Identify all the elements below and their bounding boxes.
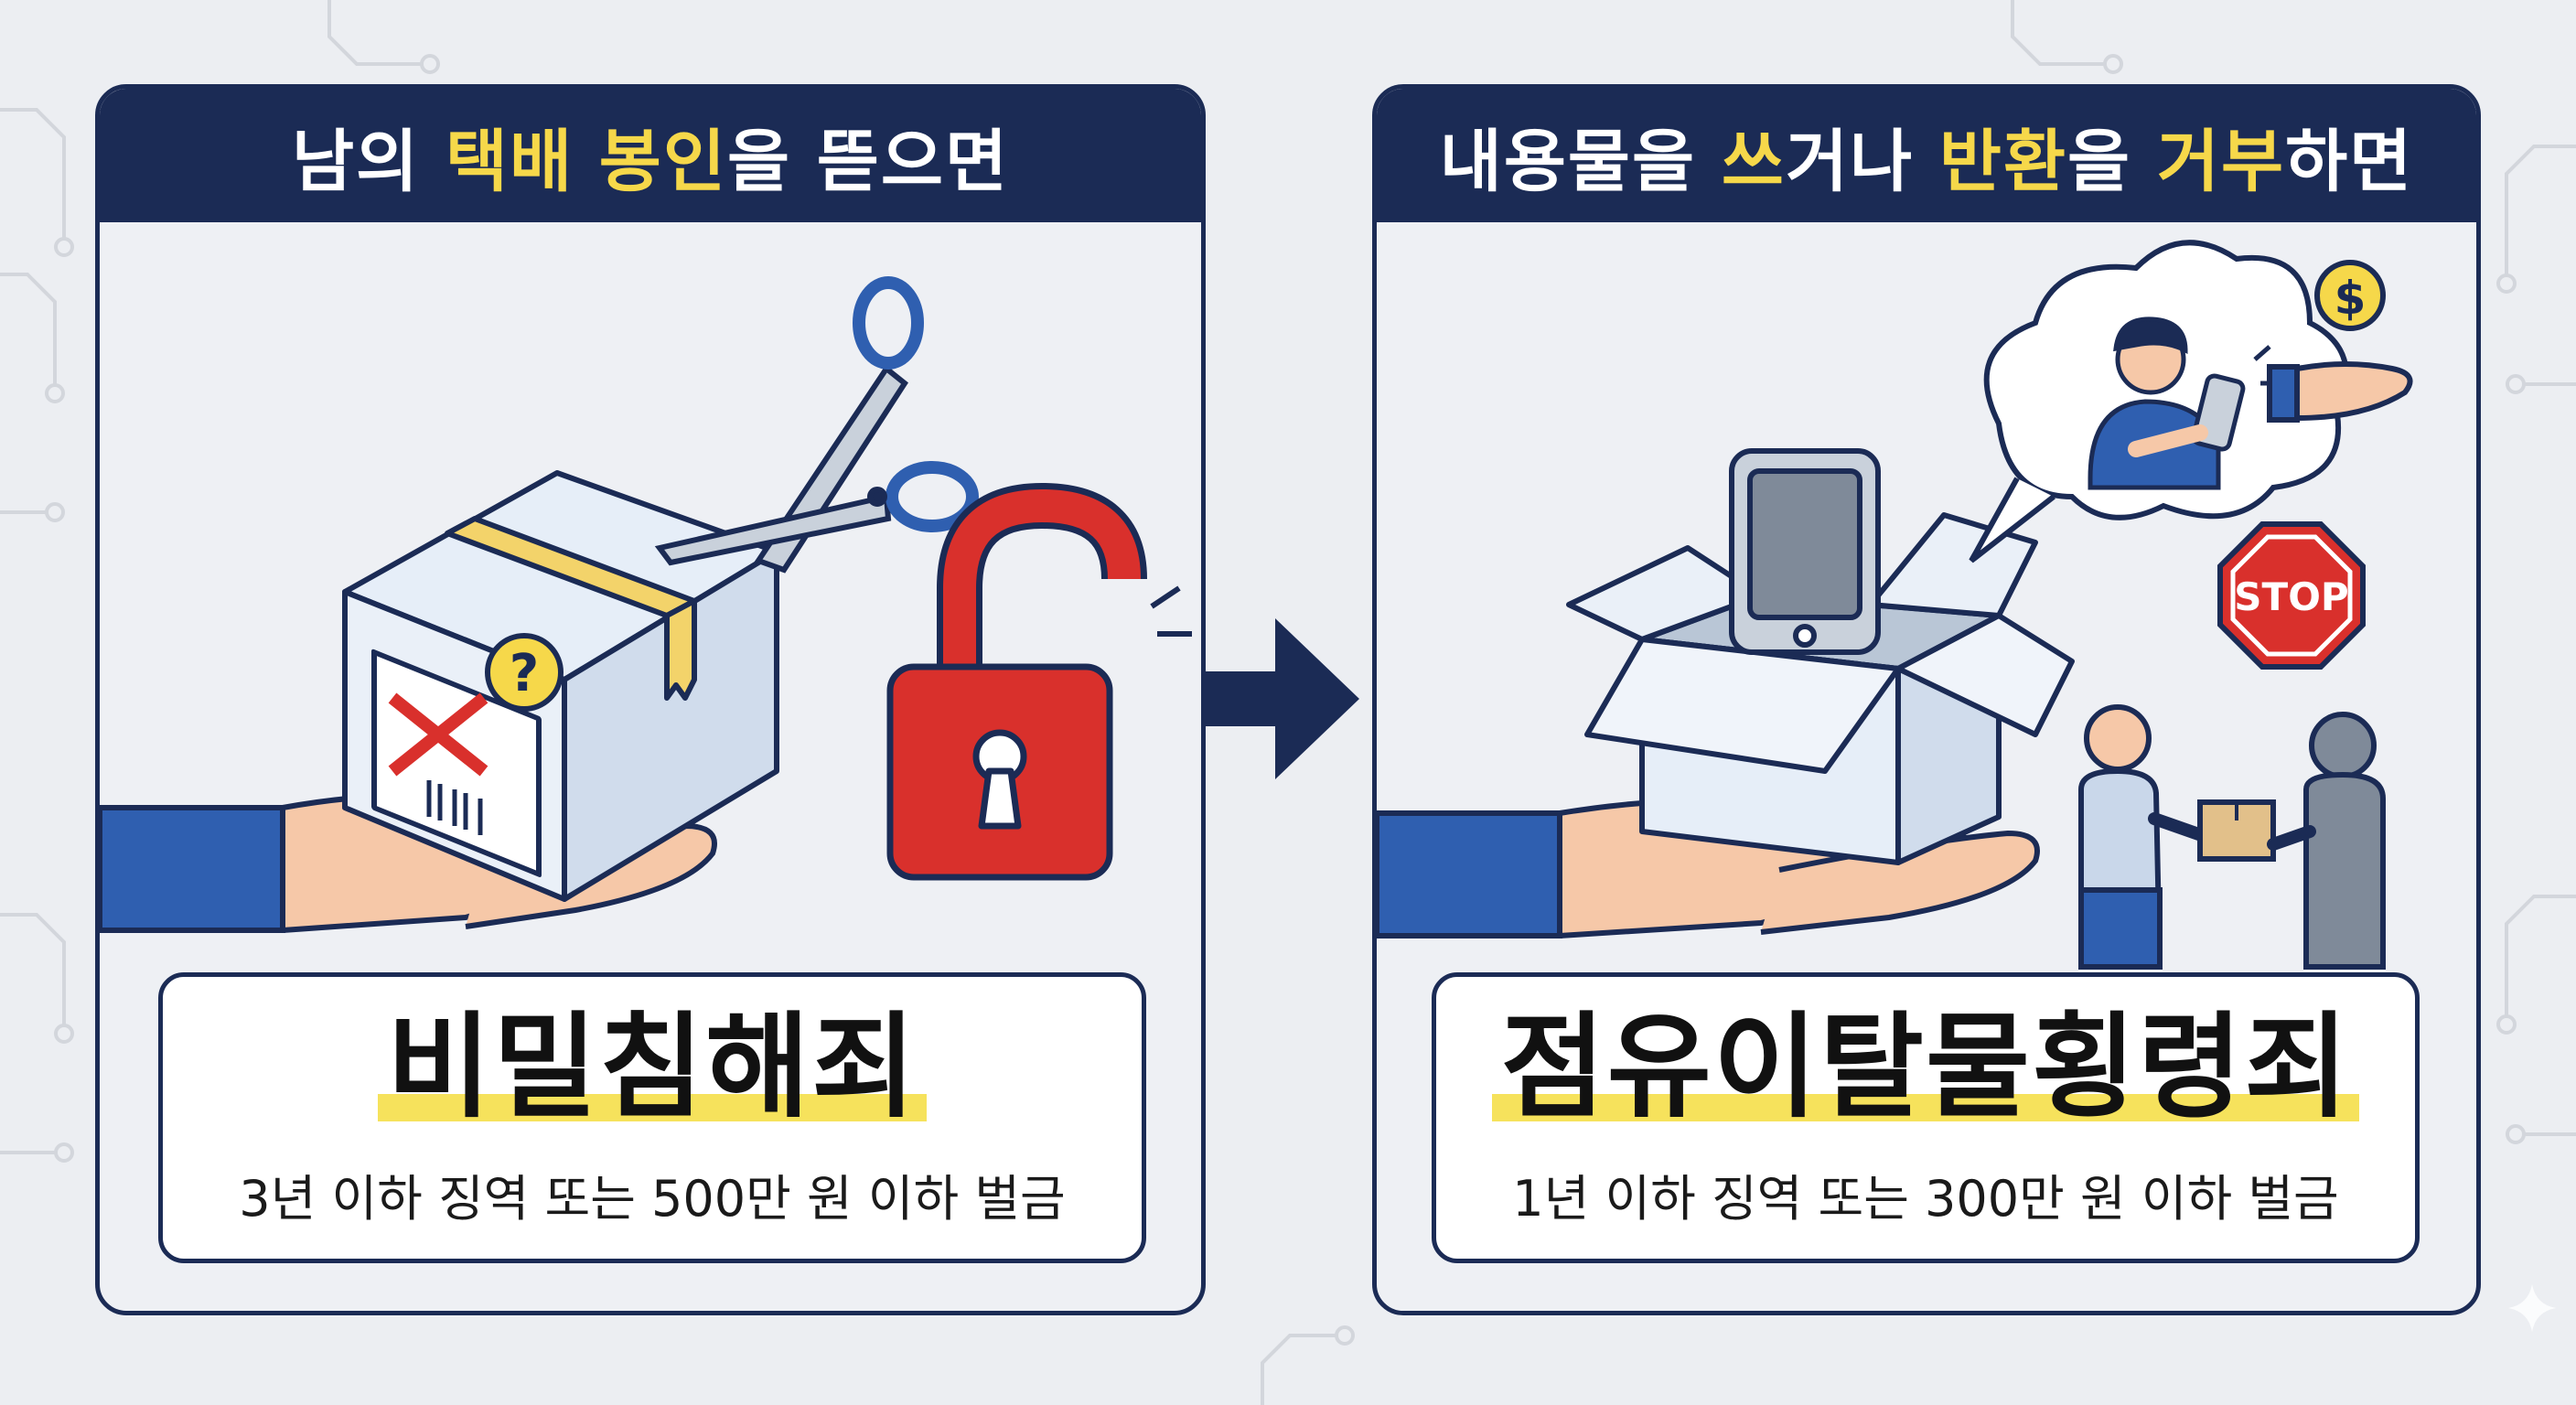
crime-name-embezzlement: 점유이탈물횡령죄 [1491, 1002, 2359, 1134]
right-illustration: $ STOP [1377, 240, 2413, 970]
tablet-icon [1729, 448, 1881, 655]
coin-symbol: $ [2334, 272, 2367, 325]
header-text-4: 반환 [1938, 122, 2068, 201]
right-law-box: 점유이탈물횡령죄 1년 이하 징역 또는 300만 원 이하 벌금 [1432, 972, 2420, 1263]
question-mark-icon: ? [485, 633, 564, 712]
scissors-icon [654, 276, 979, 574]
coin-in-hand-icon: $ [2267, 260, 2413, 423]
header-text-1: 내용물을 [1439, 122, 1722, 201]
stop-sign-text: STOP [2234, 574, 2348, 619]
header-text-2: 택배 봉인 [445, 122, 727, 201]
arrow-right-icon [1202, 618, 1359, 779]
right-panel: 내용물을 쓰 거나 반환 을 거부 하면 [1372, 84, 2481, 1315]
header-text-7: 하면 [2285, 122, 2414, 201]
penalty-text-right: 1년 이하 징역 또는 300만 원 이하 벌금 [1512, 1169, 2339, 1228]
left-panel: 남의 택배 봉인 을 뜯으면 ? [95, 84, 1206, 1315]
stop-sign-icon: STOP [2217, 521, 2366, 670]
crime-name-privacy: 비밀침해죄 [377, 1002, 928, 1134]
header-text-3: 을 뜯으면 [726, 122, 1010, 201]
svg-text:?: ? [510, 644, 539, 703]
header-text-3: 거나 [1785, 122, 1939, 201]
header-text-2: 쓰 [1721, 122, 1786, 201]
two-people-handover-icon [2078, 704, 2386, 970]
header-text-6: 거부 [2156, 122, 2286, 201]
left-panel-header: 남의 택배 봉인 을 뜯으면 [100, 89, 1201, 222]
header-text-1: 남의 [291, 122, 445, 201]
penalty-text-left: 3년 이하 징역 또는 500만 원 이하 벌금 [239, 1169, 1066, 1228]
right-panel-header: 내용물을 쓰 거나 반환 을 거부 하면 [1377, 89, 2476, 222]
left-law-box: 비밀침해죄 3년 이하 징역 또는 500만 원 이하 벌금 [158, 972, 1146, 1263]
left-illustration: ? [100, 276, 1192, 933]
open-padlock-icon [886, 483, 1192, 881]
sparkle-icon [2508, 1284, 2556, 1332]
header-text-5: 을 [2067, 122, 2157, 201]
